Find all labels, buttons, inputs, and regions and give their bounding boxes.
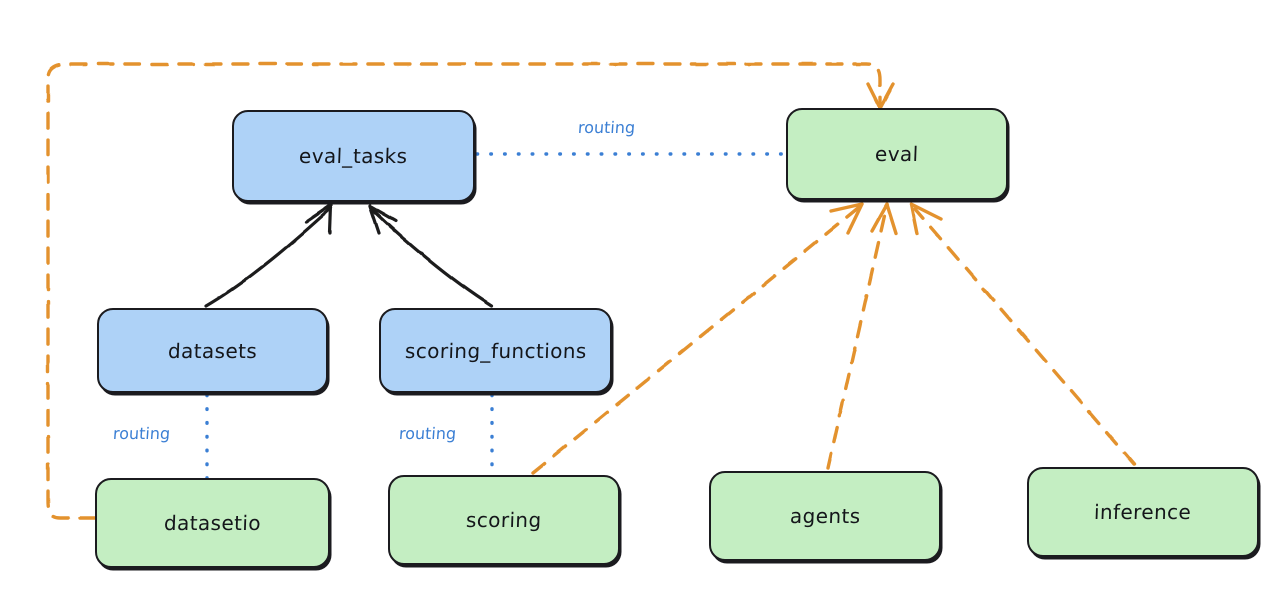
node-scoring_functions[interactable]: scoring_functions <box>379 308 612 393</box>
node-label-eval: eval <box>874 142 920 166</box>
node-label-eval_tasks: eval_tasks <box>298 144 409 168</box>
edge-label-routing-datasets-datasetio: routing <box>112 424 171 443</box>
edge-agents-to-eval <box>826 202 898 470</box>
edge-inference-to-eval <box>909 202 1136 466</box>
node-datasetio[interactable]: datasetio <box>95 478 330 568</box>
node-label-datasets: datasets <box>167 338 258 363</box>
node-label-inference: inference <box>1093 500 1193 524</box>
edge-datasets-to-eval_tasks <box>204 203 333 308</box>
edge-scoring_functions-to-eval_tasks <box>368 204 494 308</box>
node-label-datasetio: datasetio <box>163 511 262 535</box>
node-datasets[interactable]: datasets <box>97 308 328 393</box>
node-eval_tasks[interactable]: eval_tasks <box>232 110 475 202</box>
node-label-agents: agents <box>789 504 861 528</box>
node-scoring[interactable]: scoring <box>388 475 620 565</box>
node-agents[interactable]: agents <box>709 471 941 561</box>
node-eval[interactable]: eval <box>786 108 1008 200</box>
node-inference[interactable]: inference <box>1027 467 1259 557</box>
node-label-scoring_functions: scoring_functions <box>404 338 587 363</box>
edge-label-routing-eval_tasks-eval: routing <box>577 118 636 137</box>
edge-label-routing-scoring_functions-scoring: routing <box>398 424 457 443</box>
node-label-scoring: scoring <box>465 508 543 532</box>
